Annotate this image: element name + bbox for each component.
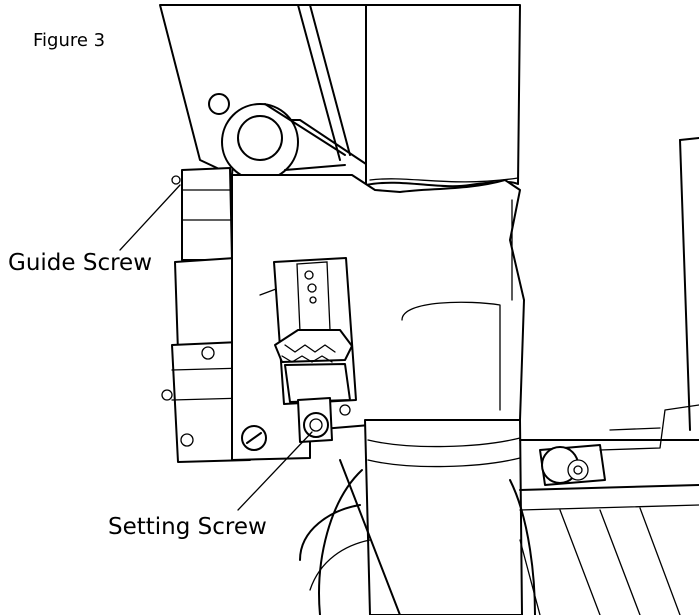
chain-adjuster (273, 257, 357, 443)
figure-label: Figure 3 (33, 30, 106, 51)
lower-column (318, 419, 536, 615)
right-frame (519, 137, 699, 615)
pulley-wheel (208, 93, 346, 201)
callout-leaders (119, 184, 313, 511)
bracket-body (231, 174, 525, 461)
guide-screw-label: Guide Screw (8, 250, 153, 276)
setting-screw-label: Setting Screw (108, 514, 267, 540)
central-column (365, 4, 521, 188)
setting-screw-head (303, 404, 351, 438)
lower-wheel (299, 504, 371, 591)
guide-cylinder (161, 167, 251, 463)
